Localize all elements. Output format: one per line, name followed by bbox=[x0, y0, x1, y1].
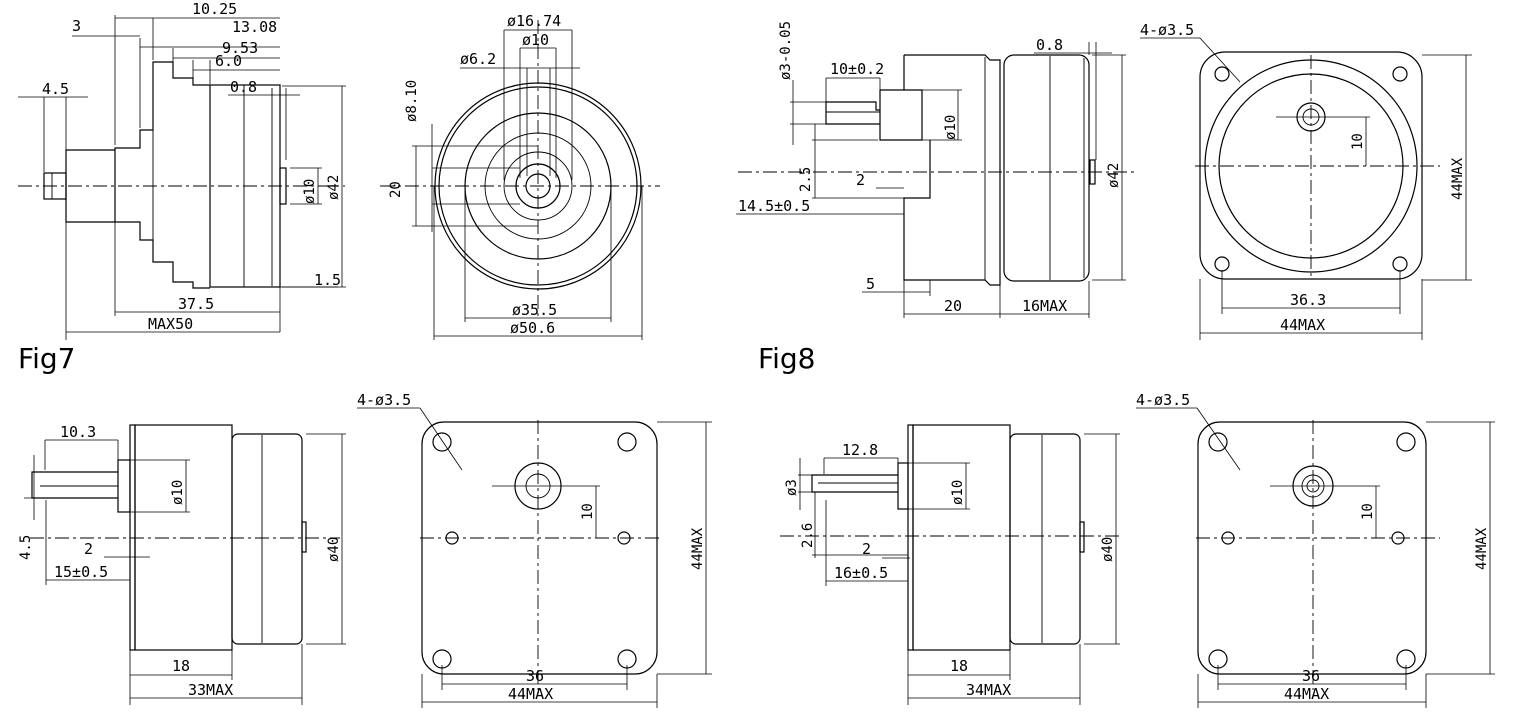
fig10-dim-34max: 34MAX bbox=[966, 681, 1011, 699]
fig7-dim-max50: MAX50 bbox=[148, 315, 193, 333]
fig9-dim-44max-horizontal: 44MAX bbox=[508, 685, 553, 703]
fig10-dim-holes: 4-ø3.5 bbox=[1136, 391, 1190, 409]
fig7-dim-9-53: 9.53 bbox=[222, 39, 258, 57]
fig7-dim-phi6-2: ø6.2 bbox=[460, 50, 496, 68]
fig9-dim-33max: 33MAX bbox=[188, 681, 233, 699]
fig7-side-view bbox=[18, 15, 346, 340]
fig10-dim-2-6: 2.6 bbox=[800, 523, 816, 548]
fig8-side-view bbox=[736, 42, 1135, 318]
fig8-caption: Fig8 bbox=[758, 342, 815, 375]
fig8-dim-10-0-2: 10±0.2 bbox=[830, 60, 884, 78]
fig9-dim-phi40: ø40 bbox=[326, 537, 342, 562]
fig8-dim-10: 10 bbox=[1350, 133, 1366, 150]
fig10-side-view bbox=[780, 424, 1120, 705]
fig8-dim-20: 20 bbox=[944, 297, 962, 315]
fig9-dim-36: 36 bbox=[526, 667, 544, 685]
fig8-dim-phi42: ø42 bbox=[1106, 163, 1122, 188]
fig9-dim-18: 18 bbox=[172, 657, 190, 675]
fig7-dim-phi8-10: ø8.10 bbox=[404, 80, 420, 122]
fig7-dim-3: 3 bbox=[72, 17, 81, 35]
fig7-dim-4-5: 4.5 bbox=[42, 80, 69, 98]
fig8-dim-44max-vertical: 44MAX bbox=[1450, 157, 1466, 200]
fig8-dim-36-3: 36.3 bbox=[1290, 291, 1326, 309]
fig7-dim-phi35-5: ø35.5 bbox=[512, 301, 557, 319]
fig7-dim-1-5: 1.5 bbox=[314, 271, 341, 289]
fig7-front-view bbox=[380, 20, 660, 340]
fig9-dim-10-3: 10.3 bbox=[60, 423, 96, 441]
fig10-dim-16: 16±0.5 bbox=[834, 564, 888, 582]
fig10-front-view bbox=[1136, 407, 1495, 708]
fig8-front-view bbox=[1140, 37, 1472, 340]
fig7-dim-0-8: 0.8 bbox=[230, 78, 257, 96]
fig7-dim-20: 20 bbox=[388, 181, 404, 198]
fig7-dim-6-0: 6.0 bbox=[215, 52, 242, 70]
fig9-dim-2: 2 bbox=[84, 540, 93, 558]
fig10-dim-10: 10 bbox=[1360, 503, 1376, 520]
fig7-dim-10-25: 10.25 bbox=[192, 0, 237, 18]
fig9-side-view bbox=[24, 424, 346, 705]
fig10-dim-phi10: ø10 bbox=[950, 480, 966, 505]
fig9-dim-4-5: 4.5 bbox=[18, 535, 34, 560]
fig7-dim-shaft-phi10: ø10 bbox=[302, 179, 318, 204]
fig10-dim-44max-vertical: 44MAX bbox=[1474, 527, 1490, 570]
fig7-dim-phi16-74: ø16.74 bbox=[507, 12, 561, 30]
fig10-dim-phi3: ø3 bbox=[784, 479, 800, 496]
fig9-dim-10: 10 bbox=[580, 503, 596, 520]
fig9-dim-44max-vertical: 44MAX bbox=[690, 527, 706, 570]
fig8-dim-0-8: 0.8 bbox=[1036, 36, 1063, 54]
fig7-caption: Fig7 bbox=[18, 342, 75, 375]
fig10-dim-44max-horizontal: 44MAX bbox=[1284, 685, 1329, 703]
fig9-front-view bbox=[357, 407, 712, 708]
fig7-dim-phi42: ø42 bbox=[326, 175, 342, 200]
fig9-dim-phi10: ø10 bbox=[170, 480, 186, 505]
fig7-dim-phi50-6: ø50.6 bbox=[510, 319, 555, 337]
fig10-dim-18: 18 bbox=[950, 657, 968, 675]
fig9-dim-holes: 4-ø3.5 bbox=[357, 391, 411, 409]
fig8-dim-holes: 4-ø3.5 bbox=[1140, 21, 1194, 39]
fig8-dim-14-5: 14.5±0.5 bbox=[738, 197, 810, 215]
fig10-dim-36: 36 bbox=[1302, 667, 1320, 685]
fig7-dim-front-phi10: ø10 bbox=[522, 31, 549, 49]
fig10-dim-phi40: ø40 bbox=[1100, 537, 1116, 562]
fig9-dim-15: 15±0.5 bbox=[54, 563, 108, 581]
fig10-dim-2: 2 bbox=[862, 540, 871, 558]
fig8-dim-hub-phi10: ø10 bbox=[943, 115, 959, 140]
fig8-dim-5: 5 bbox=[866, 275, 875, 293]
fig8-dim-2-5: 2.5 bbox=[798, 167, 814, 192]
fig8-dim-44max-horizontal: 44MAX bbox=[1280, 316, 1325, 334]
fig8-dim-16max: 16MAX bbox=[1022, 297, 1067, 315]
fig7-dim-37-5: 37.5 bbox=[178, 295, 214, 313]
fig8-dim-phi3-tolerance: ø3-0.05 bbox=[778, 21, 794, 80]
fig7-dim-13-08: 13.08 bbox=[232, 18, 277, 36]
fig10-dim-12-8: 12.8 bbox=[842, 441, 878, 459]
fig8-dim-2: 2 bbox=[856, 171, 865, 189]
